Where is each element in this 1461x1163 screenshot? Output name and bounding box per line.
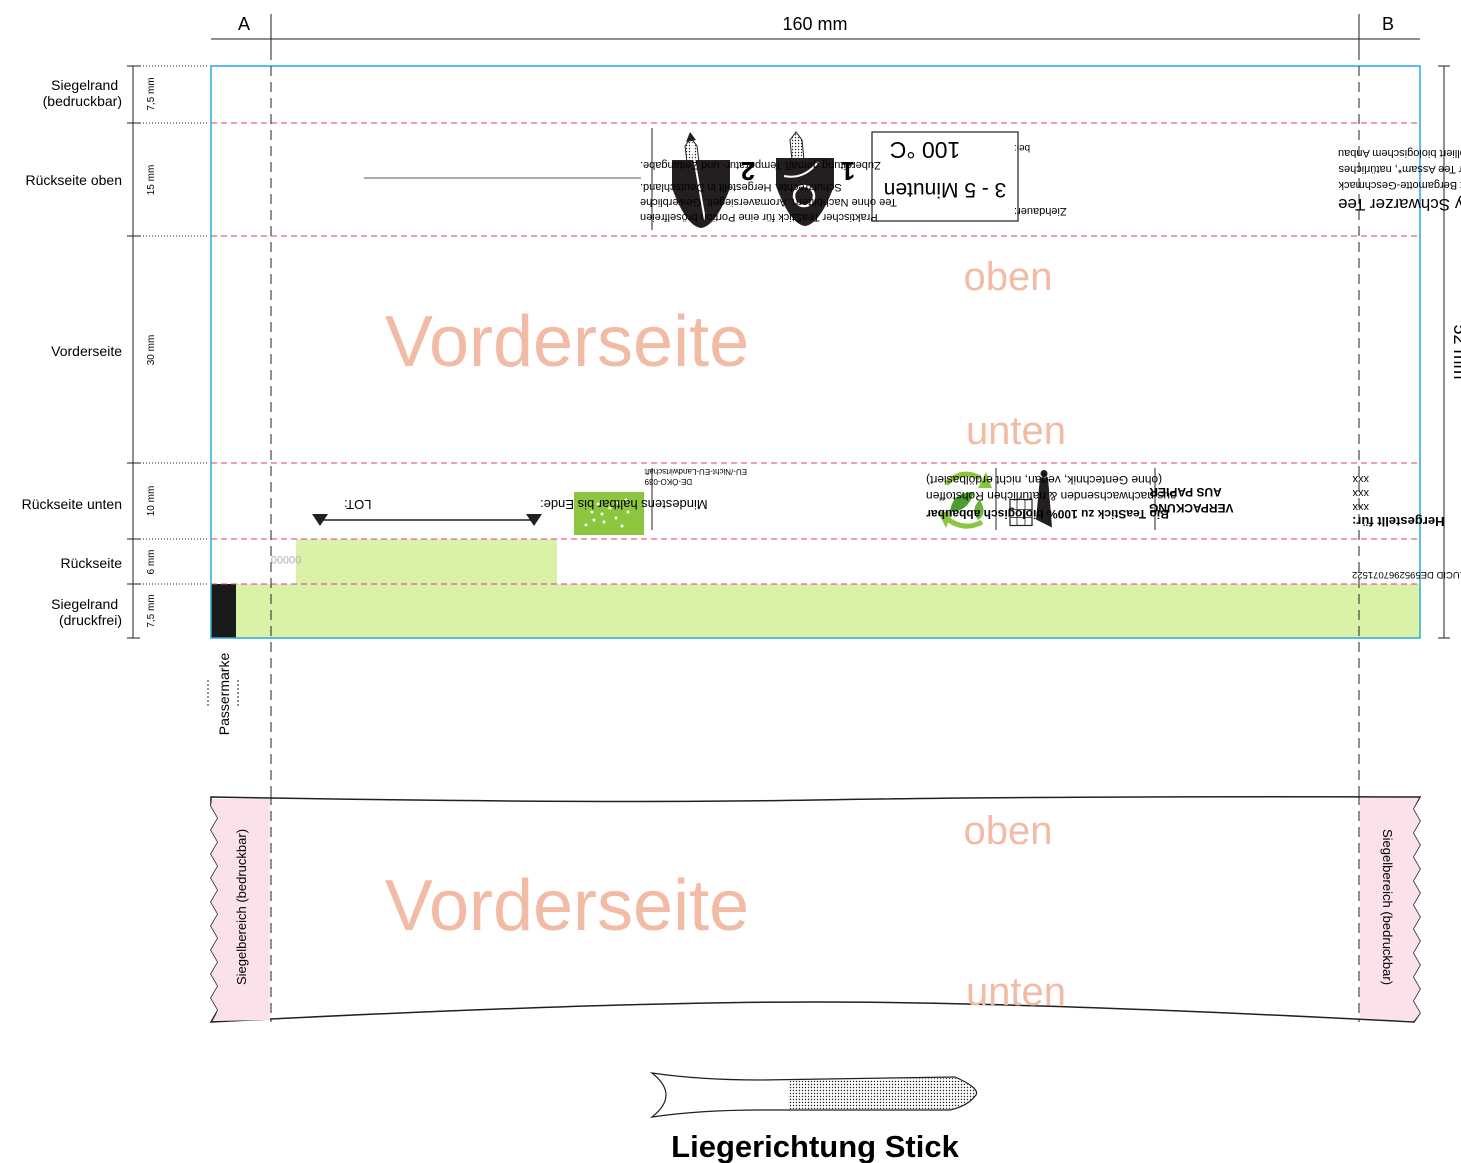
best-before-label: Mindestens haltbar bis Ende: bbox=[540, 497, 708, 512]
bio-line-2: aus nachwachsenden & natürlichen Rohstof… bbox=[926, 489, 1177, 503]
front-title: Vorderseite bbox=[385, 302, 749, 382]
temp-prefix: bei: bbox=[1014, 142, 1030, 153]
row-label-back-bottom: Rückseite unten bbox=[22, 496, 122, 512]
recycle-leaf-icon bbox=[938, 471, 992, 529]
info-line-4: Zubereitung gemäß Temperatur- und Zeitan… bbox=[640, 159, 881, 171]
right-dimension: 52 mm bbox=[1438, 65, 1461, 639]
label-b: B bbox=[1382, 14, 1394, 34]
guide-lines bbox=[270, 50, 1360, 1022]
passermarke-label: Passermarke bbox=[216, 653, 232, 736]
seal-unprinted-area bbox=[211, 584, 1420, 638]
temperature: 100 °C bbox=[890, 137, 961, 163]
row-mm-back-top: 15 mm bbox=[146, 165, 157, 196]
legal-line: HERGESTELLT GEM. EU ÖKO VERORDNUNG DURCH… bbox=[1352, 569, 1461, 580]
info-line-3: Schutzrechte. Hergestellt in Deutschland… bbox=[640, 181, 842, 193]
lot-print-area bbox=[296, 539, 557, 584]
seal-area-left bbox=[211, 799, 270, 1021]
row-labels: Siegelrand (bedruckbar) Rückseite oben V… bbox=[22, 65, 207, 639]
stick-direction-label: Liegerichtung Stick bbox=[671, 1129, 959, 1163]
bio-line-1: Bio TeaStick zu 100% biologisch abbaubar bbox=[926, 507, 1169, 521]
product-description-1: Aromatisierter Schwarzer Tee mit Bergamo… bbox=[1338, 179, 1461, 191]
top-dimension: A 160 mm B bbox=[211, 14, 1420, 50]
stick-preview: Siegelbereich (bedruckbar) Siegelbereich… bbox=[209, 795, 1422, 1023]
row-mm-seal-bottom: 7,5 mm bbox=[146, 594, 157, 627]
preview-top-word: oben bbox=[964, 809, 1053, 853]
steep-label: Ziehdauer: bbox=[1014, 205, 1067, 217]
eco-origin: EU-/Nicht-EU-Landwirtschaft bbox=[644, 467, 747, 476]
row-mm-front: 30 mm bbox=[146, 335, 157, 366]
step-1-number: 1 bbox=[841, 156, 855, 186]
packaging-label-1: VERPACKUNG bbox=[1149, 501, 1233, 515]
step-2-icon bbox=[672, 132, 730, 228]
row-label-seal-top: Siegelrand (bedruckbar) bbox=[43, 77, 122, 109]
product-description-3: Bergamotte-Aroma*. *aus kontrolliert bio… bbox=[1338, 147, 1461, 159]
made-for-label: Hergestellt für: bbox=[1352, 514, 1444, 529]
steep-box bbox=[871, 131, 1019, 222]
paper-bin-icon bbox=[1009, 470, 1052, 528]
back-top-panel: Bio Earl Grey Schwarzer Tee Aromatisiert… bbox=[364, 128, 1461, 230]
row-mm-back: 6 mm bbox=[146, 550, 157, 575]
fold-lines bbox=[211, 122, 1420, 585]
stick-bag-outline bbox=[209, 796, 1422, 1023]
label-a: A bbox=[238, 14, 250, 34]
dieline bbox=[210, 65, 1421, 639]
row-label-back: Rückseite bbox=[61, 555, 123, 571]
row-mm-back-bottom: 10 mm bbox=[146, 486, 157, 517]
row-label-back-top: Rückseite oben bbox=[25, 172, 122, 188]
height-label: 52 mm bbox=[1450, 324, 1461, 379]
eco-code: DE-ÖKO-039 bbox=[644, 477, 692, 486]
bio-line-3: (ohne Gentechnik, vegan, nicht erdölbasi… bbox=[926, 473, 1162, 487]
lot-label: LOT: bbox=[344, 497, 371, 512]
steep-time: 3 - 5 Minuten bbox=[884, 178, 1007, 201]
seal-left-label: Siegelbereich (bedruckbar) bbox=[234, 829, 249, 985]
width-label: 160 mm bbox=[782, 14, 847, 34]
info-line-1: Praktischer TeaStick für eine Portion br… bbox=[640, 211, 878, 223]
front-top-word: oben bbox=[964, 255, 1053, 299]
made-for-xxx-2: xxx bbox=[1352, 487, 1369, 499]
eu-organic-logo bbox=[574, 492, 644, 535]
product-description-2: Zutaten: Schwarzer Tee Assam*, natürlich… bbox=[1338, 163, 1461, 175]
step-1-icon bbox=[776, 131, 834, 226]
ean-placeholder: 00000 bbox=[271, 553, 302, 565]
seal-right-label: Siegelbereich (bedruckbar) bbox=[1380, 829, 1395, 985]
made-for-xxx-3: xxx bbox=[1352, 473, 1369, 485]
passermarke-mark bbox=[211, 584, 236, 638]
row-label-seal-bottom: Siegelrand (druckfrei) bbox=[51, 596, 122, 628]
back-bottom-panel: Hergestellt für: xxx xxx xxx VERPACKUNG … bbox=[271, 467, 1461, 580]
step-2-number: 2 bbox=[741, 156, 755, 186]
row-label-front: Vorderseite bbox=[51, 343, 122, 359]
label-layout: Vorderseite oben unten Bio Earl Grey Sch… bbox=[207, 50, 1461, 1022]
packaging-label-2: AUS PAPIER bbox=[1149, 485, 1222, 499]
seal-area-right bbox=[1360, 798, 1420, 1021]
preview-bottom-word: unten bbox=[966, 970, 1066, 1014]
row-mm-seal-top: 7,5 mm bbox=[146, 77, 157, 110]
product-title: Bio Earl Grey Schwarzer Tee bbox=[1338, 195, 1461, 214]
info-line-2: Tee ohne Nachbittern. Aromaversiegelt. G… bbox=[640, 196, 897, 208]
stick-direction: Liegerichtung Stick bbox=[649, 1072, 978, 1163]
made-for-xxx-1: xxx bbox=[1352, 501, 1369, 513]
front-bottom-word: unten bbox=[966, 409, 1066, 453]
preview-front-title: Vorderseite bbox=[385, 866, 749, 946]
